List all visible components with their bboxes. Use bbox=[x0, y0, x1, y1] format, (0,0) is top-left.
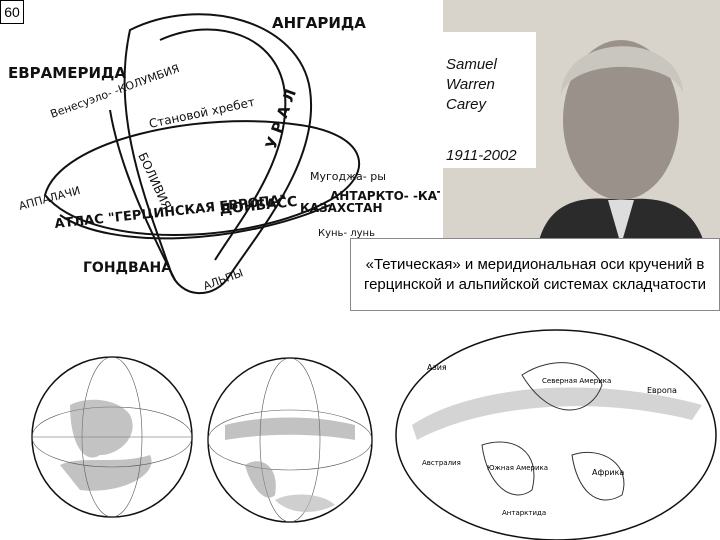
slide-number: 60 bbox=[0, 0, 24, 24]
map-label-asia: Азия bbox=[427, 363, 447, 372]
globe-right-sketch bbox=[207, 357, 373, 523]
caption-middle-name: Warren bbox=[446, 76, 495, 93]
map-label-africa: Африка bbox=[592, 468, 624, 477]
ring-label-appalachi: АППАЛАЧИ bbox=[17, 184, 81, 213]
ring-label-alpy: АЛЬПЫ bbox=[202, 266, 245, 292]
caption-years: 1911-2002 bbox=[446, 147, 517, 164]
map-label-north-america: Северная Америка bbox=[542, 377, 611, 385]
map-label-australia: Австралия bbox=[422, 459, 461, 467]
callout-text: «Тетическая» и меридиональная оси кручен… bbox=[350, 238, 720, 311]
caption-last-name: Carey bbox=[446, 96, 487, 113]
ring-label-nugo: Мугоджа- ры bbox=[310, 170, 386, 183]
map-label-europe: Европа bbox=[647, 386, 677, 395]
ring-label-gondvana: ГОНДВАНА bbox=[83, 260, 172, 276]
caption-first-name: Samuel bbox=[446, 56, 497, 73]
map-label-south-america: Южная Америка bbox=[487, 464, 548, 472]
globe-left-sketch bbox=[31, 356, 193, 518]
ring-label-kunlun: Кунь- лунь bbox=[318, 228, 375, 239]
ring-label-antarkto: АНТАРКТО- -КАТАЗИЯ bbox=[330, 189, 440, 203]
ring-label-kazakhstan: КАЗАХСТАН bbox=[300, 201, 382, 215]
ring-label-angarida: АНГАРИДА bbox=[272, 14, 366, 32]
pangea-map-sketch: Азия Северная Америка Европа Африка Южна… bbox=[395, 329, 717, 540]
ring-label-stanovoy: Становой хребет bbox=[148, 95, 256, 131]
ring-label-ural: У Р А Л bbox=[262, 87, 300, 152]
caption-card: Samuel Warren Carey 1911-2002 bbox=[428, 32, 536, 168]
twisted-ring-sketch: ЕВРАМЕРИДА АНГАРИДА Венесуэло- -КОЛУМБИЯ… bbox=[8, 13, 440, 295]
ring-label-evramerida: ЕВРАМЕРИДА bbox=[8, 64, 126, 82]
map-label-antarctica: Антарктида bbox=[502, 509, 546, 517]
